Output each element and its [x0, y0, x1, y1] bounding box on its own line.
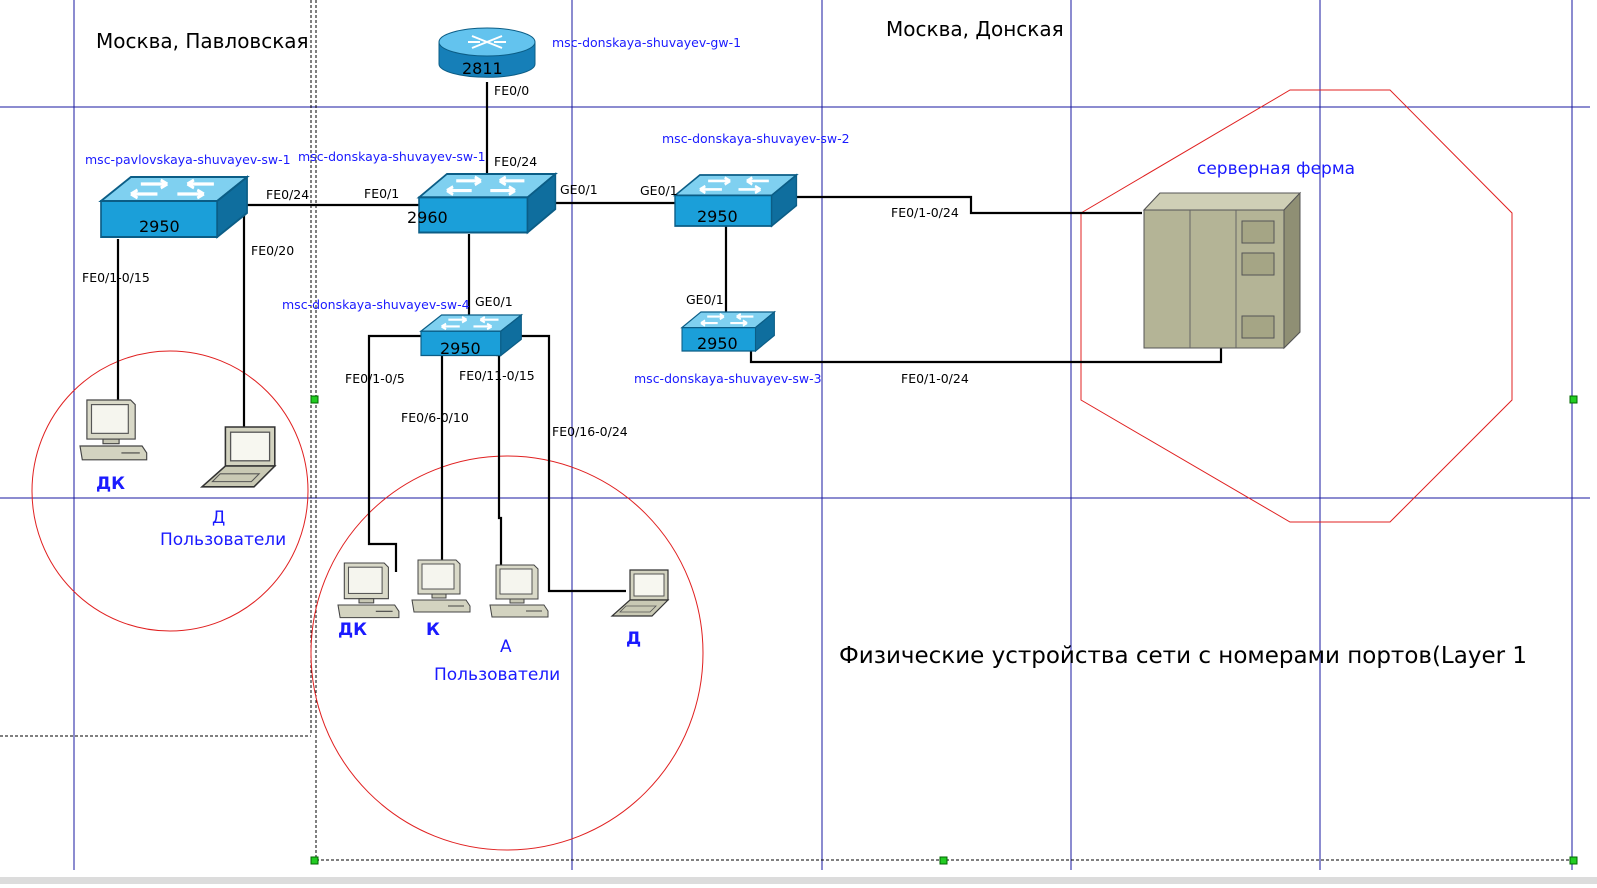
- server-rack-icon[interactable]: [1142, 191, 1302, 350]
- links: [116, 82, 1223, 593]
- zone-server-farm: [1080, 89, 1513, 523]
- port-label: FE0/6-0/10: [401, 410, 469, 425]
- port-label: GE0/1: [560, 182, 598, 197]
- sw3-hostname[interactable]: msc-donskaya-shuvayev-sw-3: [634, 371, 822, 386]
- zone-pavlovskaya-users: [31, 350, 309, 632]
- port-label: GE0/1: [686, 292, 724, 307]
- port-labels: FE0/0 FE0/24 FE0/1 GE0/1 FE0/24 FE0/20 F…: [82, 83, 969, 439]
- port-label: FE0/1: [364, 186, 399, 201]
- server-farm-label: серверная ферма: [1197, 159, 1355, 179]
- port-label: FE0/0: [494, 83, 529, 98]
- desktop-pc-icon[interactable]: [337, 562, 400, 619]
- sw4-hostname[interactable]: msc-donskaya-shuvayev-sw-4: [282, 297, 470, 312]
- port-label: GE0/1: [640, 183, 678, 198]
- page-boundaries: [0, 0, 1575, 862]
- router-model: 2811: [462, 59, 503, 78]
- port-label: FE0/11-0/15: [459, 368, 535, 383]
- zone-donskaya-users: [310, 455, 704, 851]
- sw4-model: 2950: [440, 339, 481, 358]
- port-label: FE0/16-0/24: [552, 424, 628, 439]
- sw2-hostname[interactable]: msc-donskaya-shuvayev-sw-2: [662, 131, 850, 146]
- port-label: FE0/1-0/24: [891, 205, 959, 220]
- status-strip: [0, 877, 1597, 884]
- sw-core-hostname[interactable]: msc-donskaya-shuvayev-sw-1: [298, 149, 486, 164]
- laptop-icon[interactable]: [611, 569, 669, 617]
- don-user-k: К: [426, 620, 440, 640]
- sw-pavlovskaya-hostname[interactable]: msc-pavlovskaya-shuvayev-sw-1: [85, 152, 291, 167]
- pav-user-d: Д: [212, 508, 225, 528]
- desktop-pc-icon[interactable]: [79, 399, 148, 461]
- sw3-model: 2950: [697, 334, 738, 353]
- port-label: GE0/1: [475, 294, 513, 309]
- pav-user-dk: ДК: [96, 474, 125, 494]
- port-label: FE0/1-0/24: [901, 371, 969, 386]
- site-label-pavlovskaya: Москва, Павловская: [96, 29, 309, 53]
- selection-handles[interactable]: [310, 395, 1578, 865]
- port-label: FE0/1-0/15: [82, 270, 150, 285]
- page-grid: [0, 0, 1590, 870]
- port-label: FE0/24: [494, 154, 537, 169]
- router-icon[interactable]: [438, 27, 536, 78]
- port-label: FE0/24: [266, 187, 309, 202]
- don-users-group: Пользователи: [434, 665, 560, 685]
- laptop-icon[interactable]: [201, 426, 276, 488]
- port-label: FE0/20: [251, 243, 294, 258]
- pav-users-group: Пользователи: [160, 530, 286, 550]
- don-user-dk: ДК: [338, 620, 367, 640]
- port-label: FE0/1-0/5: [345, 371, 405, 386]
- sw-core-model: 2960: [407, 208, 448, 227]
- diagram-title: Физические устройства сети с номерами по…: [839, 643, 1527, 669]
- don-user-a: А: [500, 637, 512, 657]
- desktop-pc-icon[interactable]: [489, 564, 549, 618]
- router-hostname[interactable]: msc-donskaya-shuvayev-gw-1: [552, 35, 741, 50]
- site-label-donskaya: Москва, Донская: [886, 17, 1064, 41]
- desktop-pc-icon[interactable]: [411, 559, 471, 613]
- sw-pavlovskaya-model: 2950: [139, 217, 180, 236]
- sw2-model: 2950: [697, 207, 738, 226]
- don-user-d: Д: [626, 629, 641, 649]
